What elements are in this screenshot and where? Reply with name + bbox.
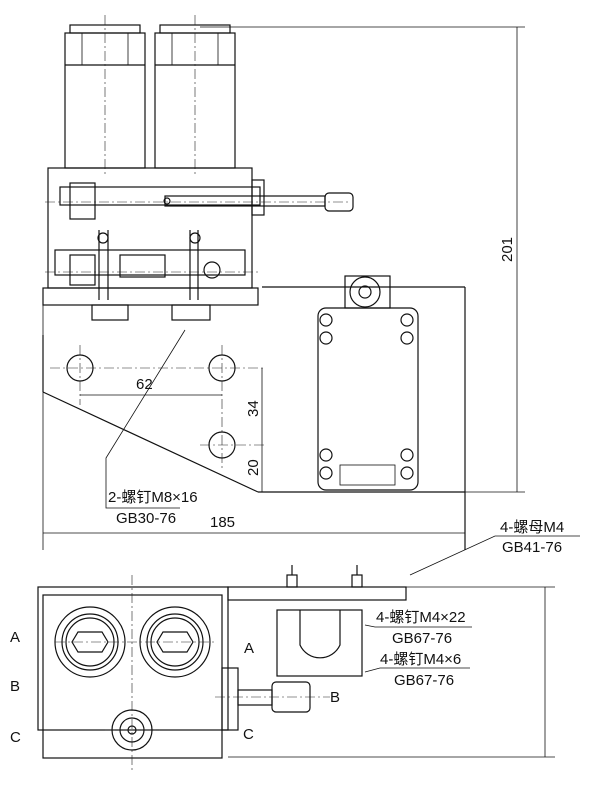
section-marker-b-left: B	[10, 678, 21, 695]
front-view-switch	[215, 565, 555, 758]
solenoid-right	[154, 15, 236, 175]
dim-185: 185	[210, 514, 236, 531]
leader-nut	[409, 535, 580, 576]
mounting-plate	[42, 287, 259, 306]
callout-screw-long-standard: GB67-76	[392, 630, 453, 647]
callout-nut-standard: GB41-76	[502, 539, 563, 556]
dim-34: 34	[245, 400, 262, 417]
dim-20: 20	[245, 459, 262, 476]
callout-screw-short-standard: GB67-76	[394, 672, 455, 689]
leader-screw-long	[364, 624, 472, 628]
solenoid-left	[64, 15, 146, 175]
callout-base-screw-standard: GB30-76	[116, 510, 177, 527]
dim-201: 201	[499, 236, 516, 262]
leader-screw-short	[364, 667, 470, 673]
section-marker-c-left: C	[10, 729, 21, 746]
valve-body-section	[45, 167, 350, 300]
leader-base-screw	[105, 329, 186, 509]
section-marker-b-right: B	[330, 689, 341, 706]
base-plate	[42, 286, 466, 550]
callout-screw-long-spec: 4-螺钉M4×22	[376, 609, 466, 626]
manual-override-rod	[163, 179, 354, 216]
callout-nut-spec: 4-螺母M4	[500, 519, 565, 536]
bolt-head-right	[171, 304, 211, 321]
section-marker-a-right: A	[244, 640, 255, 657]
section-marker-a-left: A	[10, 629, 21, 646]
callout-screw-short-spec: 4-螺钉M4×6	[380, 651, 462, 668]
bolt-head-left	[91, 304, 129, 321]
callout-base-screw-spec: 2-螺钉M8×16	[108, 489, 198, 506]
limit-switch-top	[317, 275, 419, 491]
section-marker-c-right: C	[243, 726, 254, 743]
dim-62: 62	[136, 376, 153, 393]
front-view-body	[37, 575, 229, 772]
